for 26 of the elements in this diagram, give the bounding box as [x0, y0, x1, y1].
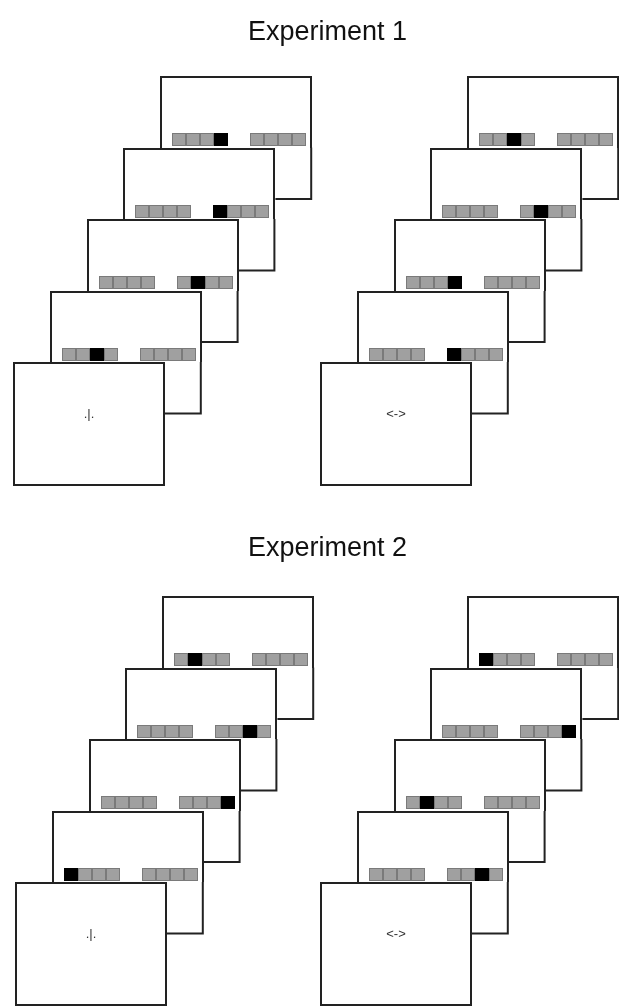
screen-frame — [49, 290, 202, 362]
screen-frame — [125, 667, 278, 739]
screen-frame — [467, 76, 619, 148]
screen-frame — [15, 882, 167, 1006]
screen-frame — [320, 362, 472, 486]
screen-frame — [320, 882, 472, 1006]
screen-frame — [393, 739, 546, 811]
screen-frame — [356, 810, 509, 882]
screen-frame — [160, 76, 313, 148]
screen-frame — [356, 290, 509, 362]
screen-frame — [123, 147, 276, 219]
experiment-heading: Experiment 1 — [248, 16, 408, 47]
fixation-cue: .|. — [83, 406, 95, 421]
screen-frame — [13, 362, 165, 486]
screen-frame — [86, 219, 239, 291]
screen-frame — [430, 667, 583, 739]
experiment-heading: Experiment 2 — [248, 532, 408, 563]
screen-frame — [430, 147, 583, 219]
screen-frame — [393, 219, 546, 291]
screen-frame — [467, 596, 619, 668]
fixation-cue: <-> — [386, 926, 406, 941]
fixation-cue: .|. — [85, 926, 97, 941]
screen-frame — [88, 739, 241, 811]
screen-frame — [162, 596, 315, 668]
fixation-cue: <-> — [386, 406, 406, 421]
screen-frame — [51, 810, 204, 882]
